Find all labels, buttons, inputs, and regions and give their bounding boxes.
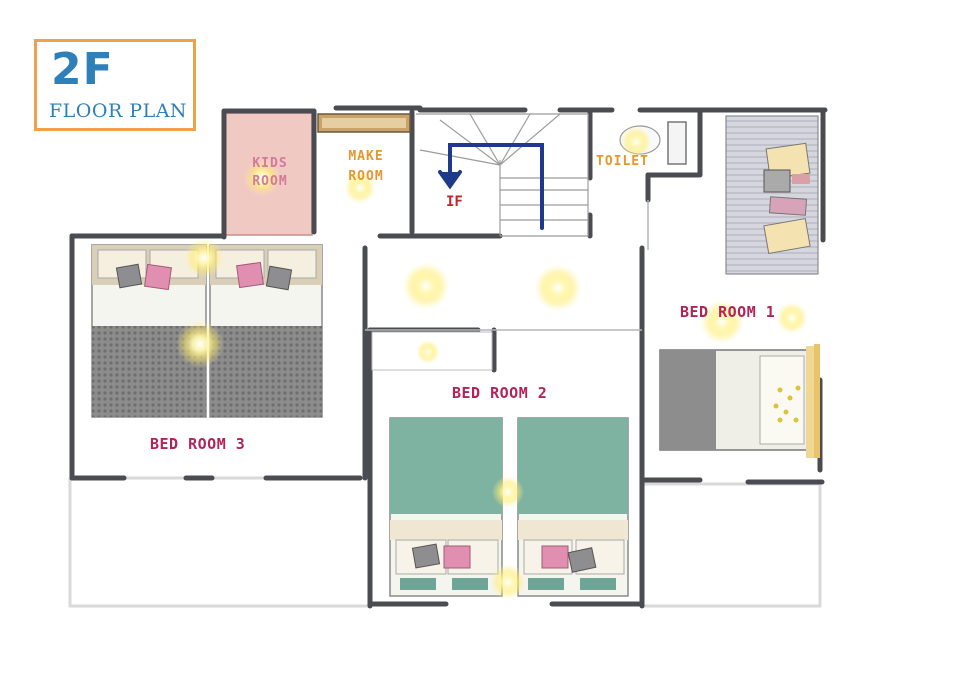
- floor-plan-title-box: 2F FLOOR PLAN: [34, 39, 196, 131]
- desk-icon: [725, 115, 819, 275]
- walls: [69, 105, 828, 609]
- floor-number: 2F: [51, 44, 114, 95]
- light-icon: [176, 126, 808, 600]
- bed-icon: [517, 417, 629, 597]
- bed-icon: [659, 346, 818, 458]
- stair-arrow-icon: [438, 143, 544, 230]
- bed-room-2-label: BED ROOM 2: [452, 384, 548, 402]
- kids-room-label: KIDS ROOM: [252, 156, 288, 189]
- bed-icon: [389, 417, 503, 597]
- floor-plan-subtitle: FLOOR PLAN: [49, 100, 188, 122]
- make-room-shelf: [317, 113, 411, 133]
- bed-room-1-label: BED ROOM 1: [680, 303, 776, 321]
- staircase: [416, 113, 589, 237]
- bed-room-3-label: BED ROOM 3: [150, 435, 246, 453]
- closet: [371, 331, 493, 371]
- stairs-label: IF: [446, 194, 463, 210]
- toilet-label: TOILET: [596, 154, 649, 169]
- make-room-label: MAKE ROOM: [348, 149, 384, 184]
- bed-icon: [91, 244, 207, 418]
- bed-icon: [209, 244, 323, 418]
